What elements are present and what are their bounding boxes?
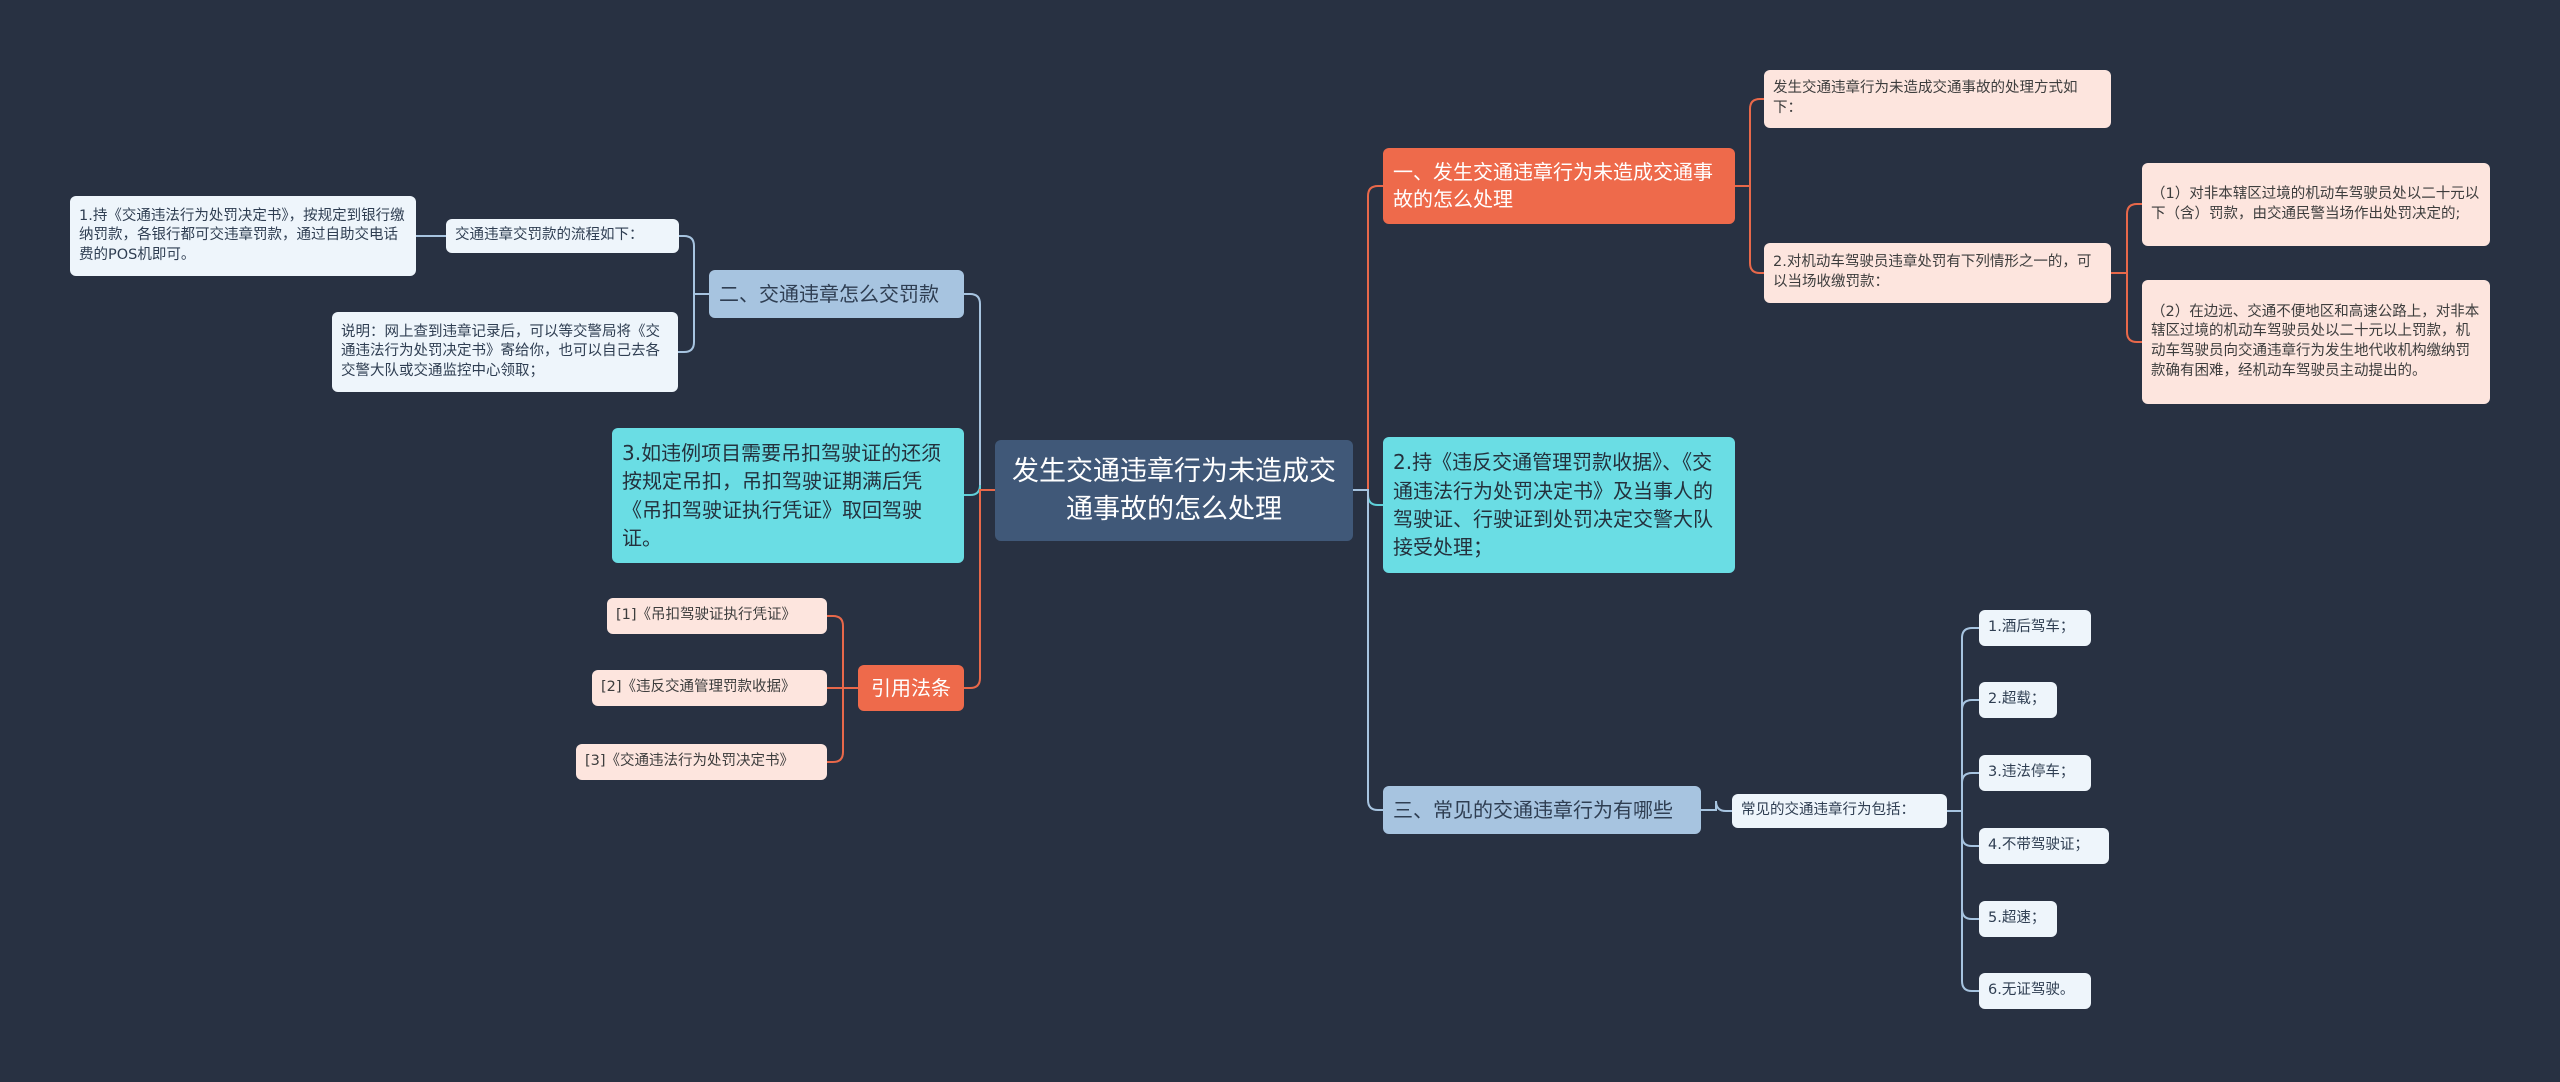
right-branch-1[interactable]: 一、发生交通违章行为未造成交通事故的怎么处理 bbox=[1383, 148, 1735, 224]
violation-item-3-label: 3.违法停车； bbox=[1988, 764, 2075, 781]
left-branch-1-sub-2[interactable]: 说明：网上查到违章记录后，可以等交警局将《交通违法行为处罚决定书》寄给你，也可以… bbox=[332, 312, 678, 392]
link-root-left-branch-2 bbox=[964, 484, 995, 496]
right-branch-1-label: 一、发生交通违章行为未造成交通事故的怎么处理 bbox=[1393, 160, 1713, 211]
left-branch-2[interactable]: 3.如违例项目需要吊扣驾驶证的还须按规定吊扣，吊扣驾驶证期满后凭《吊扣驾驶证执行… bbox=[612, 428, 964, 563]
root-topic-label: 发生交通违章行为未造成交通事故的怎么处理 bbox=[1012, 455, 1336, 525]
right-branch-1-item-2-label: 2.对机动车驾驶员违章处罚有下列情形之一的，可以当场收缴罚款： bbox=[1773, 254, 2092, 290]
link-rb3-item-1 bbox=[1947, 627, 1979, 812]
right-branch-1-item-1[interactable]: 发生交通违章行为未造成交通事故的处理方式如下： bbox=[1764, 70, 2111, 128]
left-branch-1-sub-1[interactable]: 交通违章交罚款的流程如下： bbox=[446, 219, 679, 253]
link-rb1-item1 bbox=[1735, 98, 1764, 187]
left-branch-1-sub-2-label: 说明：网上查到违章记录后，可以等交警局将《交通违法行为处罚决定书》寄给你，也可以… bbox=[341, 323, 660, 379]
citation-3-label: [3]《交通违法行为处罚决定书》 bbox=[585, 753, 795, 770]
violation-item-5[interactable]: 5.超速； bbox=[1979, 901, 2057, 937]
violation-item-3[interactable]: 3.违法停车； bbox=[1979, 755, 2091, 791]
violation-item-4[interactable]: 4.不带驾驶证； bbox=[1979, 828, 2109, 864]
link-root-left-branch-3 bbox=[964, 489, 995, 689]
citation-1-label: [1]《吊扣驾驶证执行凭证》 bbox=[616, 607, 797, 624]
left-branch-2-label: 3.如违例项目需要吊扣驾驶证的还须按规定吊扣，吊扣驾驶证期满后凭《吊扣驾驶证执行… bbox=[622, 440, 942, 550]
right-branch-1-item-2-child-1[interactable]: （1）对非本辖区过境的机动车驾驶员处以二十元以下（含）罚款，由交通民警当场作出处… bbox=[2142, 163, 2490, 246]
link-root-left-branch-1 bbox=[964, 293, 995, 491]
left-branch-1-sub-1-child[interactable]: 1.持《交通违法行为处罚决定书》，按规定到银行缴纳罚款，各银行都可交违章罚款，通… bbox=[70, 196, 416, 276]
right-branch-3[interactable]: 三、常见的交通违章行为有哪些 bbox=[1383, 786, 1701, 834]
link-rb3-item-3 bbox=[1947, 772, 1979, 812]
left-branch-1-sub-1-label: 交通违章交罚款的流程如下： bbox=[455, 227, 644, 244]
link-rb3-item-2 bbox=[1947, 699, 1979, 812]
right-branch-2-label: 2.持《违反交通管理罚款收据》、《交通违法行为处罚决定书》及当事人的驾驶证、行驶… bbox=[1393, 450, 1713, 560]
violation-item-6[interactable]: 6.无证驾驶。 bbox=[1979, 973, 2091, 1009]
link-rb1-item2-child1 bbox=[2111, 203, 2142, 274]
link-rb1-item2-child2 bbox=[2111, 272, 2142, 343]
right-branch-3-sub-label: 常见的交通违章行为包括： bbox=[1741, 802, 1915, 819]
link-lb1-sub1 bbox=[679, 235, 709, 295]
citation-3[interactable]: [3]《交通违法行为处罚决定书》 bbox=[576, 744, 827, 780]
violation-item-1[interactable]: 1.酒后驾车； bbox=[1979, 610, 2091, 646]
citation-1[interactable]: [1]《吊扣驾驶证执行凭证》 bbox=[607, 598, 827, 634]
link-lb3-citation-1 bbox=[827, 615, 858, 689]
link-rb3-item-6 bbox=[1947, 810, 1979, 992]
right-branch-1-item-2-child-2[interactable]: （2）在边远、交通不便地区和高速公路上，对非本辖区过境的机动车驾驶员处以二十元以… bbox=[2142, 280, 2490, 404]
link-rb3-sub bbox=[1701, 800, 1732, 812]
violation-item-6-label: 6.无证驾驶。 bbox=[1988, 982, 2075, 999]
right-branch-1-item-1-label: 发生交通违章行为未造成交通事故的处理方式如下： bbox=[1773, 80, 2078, 116]
right-branch-1-item-2-child-1-label: （1）对非本辖区过境的机动车驾驶员处以二十元以下（含）罚款，由交通民警当场作出处… bbox=[2151, 185, 2480, 222]
link-lb1-sub2 bbox=[678, 293, 709, 353]
link-rb1-item2 bbox=[1735, 185, 1764, 274]
left-branch-1-sub-1-child-label: 1.持《交通违法行为处罚决定书》，按规定到银行缴纳罚款，各银行都可交违章罚款，通… bbox=[79, 207, 405, 263]
left-branch-3[interactable]: 引用法条 bbox=[858, 665, 964, 711]
right-branch-3-sub[interactable]: 常见的交通违章行为包括： bbox=[1732, 794, 1947, 828]
violation-item-5-label: 5.超速； bbox=[1988, 910, 2046, 927]
link-root-right-branch-3 bbox=[1353, 489, 1383, 811]
violation-item-2[interactable]: 2.超载； bbox=[1979, 682, 2057, 718]
right-branch-1-item-2[interactable]: 2.对机动车驾驶员违章处罚有下列情形之一的，可以当场收缴罚款： bbox=[1764, 243, 2111, 303]
link-root-right-branch-1 bbox=[1353, 185, 1383, 491]
left-branch-1-label: 二、交通违章怎么交罚款 bbox=[719, 281, 939, 306]
citation-2-label: [2]《违反交通管理罚款收据》 bbox=[601, 679, 796, 696]
citation-2[interactable]: [2]《违反交通管理罚款收据》 bbox=[592, 670, 827, 706]
right-branch-2[interactable]: 2.持《违反交通管理罚款收据》、《交通违法行为处罚决定书》及当事人的驾驶证、行驶… bbox=[1383, 437, 1735, 573]
left-branch-3-label: 引用法条 bbox=[871, 675, 951, 700]
violation-item-1-label: 1.酒后驾车； bbox=[1988, 619, 2075, 636]
link-lb3-citation-3 bbox=[827, 687, 858, 763]
violation-item-4-label: 4.不带驾驶证； bbox=[1988, 837, 2089, 854]
violation-item-2-label: 2.超载； bbox=[1988, 691, 2046, 708]
left-branch-1[interactable]: 二、交通违章怎么交罚款 bbox=[709, 270, 964, 318]
right-branch-1-item-2-child-2-label: （2）在边远、交通不便地区和高速公路上，对非本辖区过境的机动车驾驶员处以二十元以… bbox=[2151, 303, 2480, 379]
right-branch-3-label: 三、常见的交通违章行为有哪些 bbox=[1393, 797, 1673, 822]
root-topic[interactable]: 发生交通违章行为未造成交通事故的怎么处理 bbox=[995, 440, 1353, 541]
